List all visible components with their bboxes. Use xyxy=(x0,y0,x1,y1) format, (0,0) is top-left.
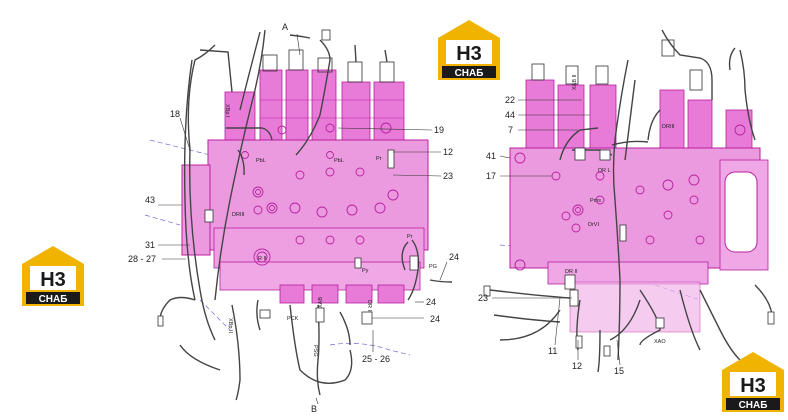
ref-11-right: 11 xyxy=(548,346,557,356)
ref-25-26-left: 25 - 26 xyxy=(362,354,390,364)
ref-7-right: 7 xyxy=(508,125,513,135)
ref-44-right: 44 xyxy=(505,110,515,120)
port-dr2-left: DR II xyxy=(366,300,372,313)
port-psg: PSG xyxy=(312,345,318,357)
left-bottom-sections xyxy=(279,284,405,304)
ref-22-right: 22 xyxy=(505,95,515,105)
ref-17-right: 17 xyxy=(486,171,496,181)
ref-12-left: 12 xyxy=(443,147,453,157)
port-xbp2: XBp II xyxy=(227,318,233,333)
port-xbp1: XBp I xyxy=(224,104,230,118)
port-pg: PG xyxy=(429,264,437,270)
ref-28-27-left: 28 - 27 xyxy=(128,254,156,264)
port-py: Py xyxy=(362,268,369,274)
port-drvi: DrVI xyxy=(588,222,599,228)
logo-mark-top: H3 xyxy=(456,43,482,65)
port-driii-left: DRIII xyxy=(232,212,245,218)
port-rii: R II xyxy=(258,256,267,262)
section-label-b: B xyxy=(311,404,317,414)
port-driii-right: DRIII xyxy=(662,124,675,130)
ref-15-right: 15 xyxy=(614,366,624,376)
left-port-holes xyxy=(241,122,399,266)
left-leader-lines xyxy=(158,33,448,405)
logo-mark-left: H3 xyxy=(40,269,66,291)
right-leader-lines xyxy=(492,99,621,366)
right-top-fittings xyxy=(531,39,703,91)
logo-mark-bottom: H3 xyxy=(740,375,766,397)
port-pr-1: Pr xyxy=(376,156,382,162)
left-valve-assembly: A B 18 19 12 23 43 31 28 - 27 24 24 24 2… xyxy=(128,22,459,414)
right-hoses xyxy=(489,29,773,373)
ref-23-right: 23 xyxy=(478,293,488,303)
right-main-block xyxy=(509,147,761,269)
logo-bottom-right: H3 СНАБ xyxy=(722,352,784,412)
port-pms: Pms xyxy=(590,198,601,204)
port-xab: XAB xyxy=(318,297,324,308)
logo-word-top: СНАБ xyxy=(455,68,484,79)
section-label-a: A xyxy=(282,22,288,32)
ref-31-left: 31 xyxy=(145,240,155,250)
port-pbl-1: PbL xyxy=(256,158,266,164)
ref-19-left: 19 xyxy=(434,125,444,135)
right-port-holes xyxy=(514,124,746,271)
left-fittings xyxy=(157,29,419,327)
left-spool-sections xyxy=(224,49,405,146)
ref-41-right: 41 xyxy=(486,151,496,161)
logo-word-bottom: СНАБ xyxy=(739,400,768,411)
ref-23-left: 23 xyxy=(443,171,453,181)
port-xab2: XAB II xyxy=(572,74,578,90)
ref-24b-left: 24 xyxy=(426,297,436,307)
port-xao: XAO xyxy=(654,339,666,345)
ref-43-left: 43 xyxy=(145,195,155,205)
port-dr2-right: DR II xyxy=(565,269,578,275)
logo-top-center: H3 СНАБ xyxy=(438,20,500,80)
logo-word-left: СНАБ xyxy=(39,294,68,305)
left-labels: A B 18 19 12 23 43 31 28 - 27 24 24 24 2… xyxy=(128,22,459,414)
logo-left: H3 СНАБ xyxy=(22,246,84,306)
right-fittings xyxy=(483,147,775,357)
ref-12-right: 12 xyxy=(572,361,582,371)
left-dashed-lines xyxy=(144,139,411,356)
port-pr-2: Pr xyxy=(407,234,413,240)
right-labels: 22 44 7 41 17 23 11 12 15 XAB II DRIII D… xyxy=(478,74,675,376)
right-spool-sections xyxy=(525,79,753,159)
right-valve-assembly: 22 44 7 41 17 23 11 12 15 XAB II DRIII D… xyxy=(478,29,775,376)
ref-24a-left: 24 xyxy=(449,252,459,262)
ref-24c-left: 24 xyxy=(430,314,440,324)
port-pbl-2: PbL xyxy=(334,158,344,164)
port-pck: PCK xyxy=(287,316,299,322)
ref-18-left: 18 xyxy=(170,109,180,119)
left-hoses xyxy=(159,29,453,401)
port-drl: DR L xyxy=(598,168,611,174)
